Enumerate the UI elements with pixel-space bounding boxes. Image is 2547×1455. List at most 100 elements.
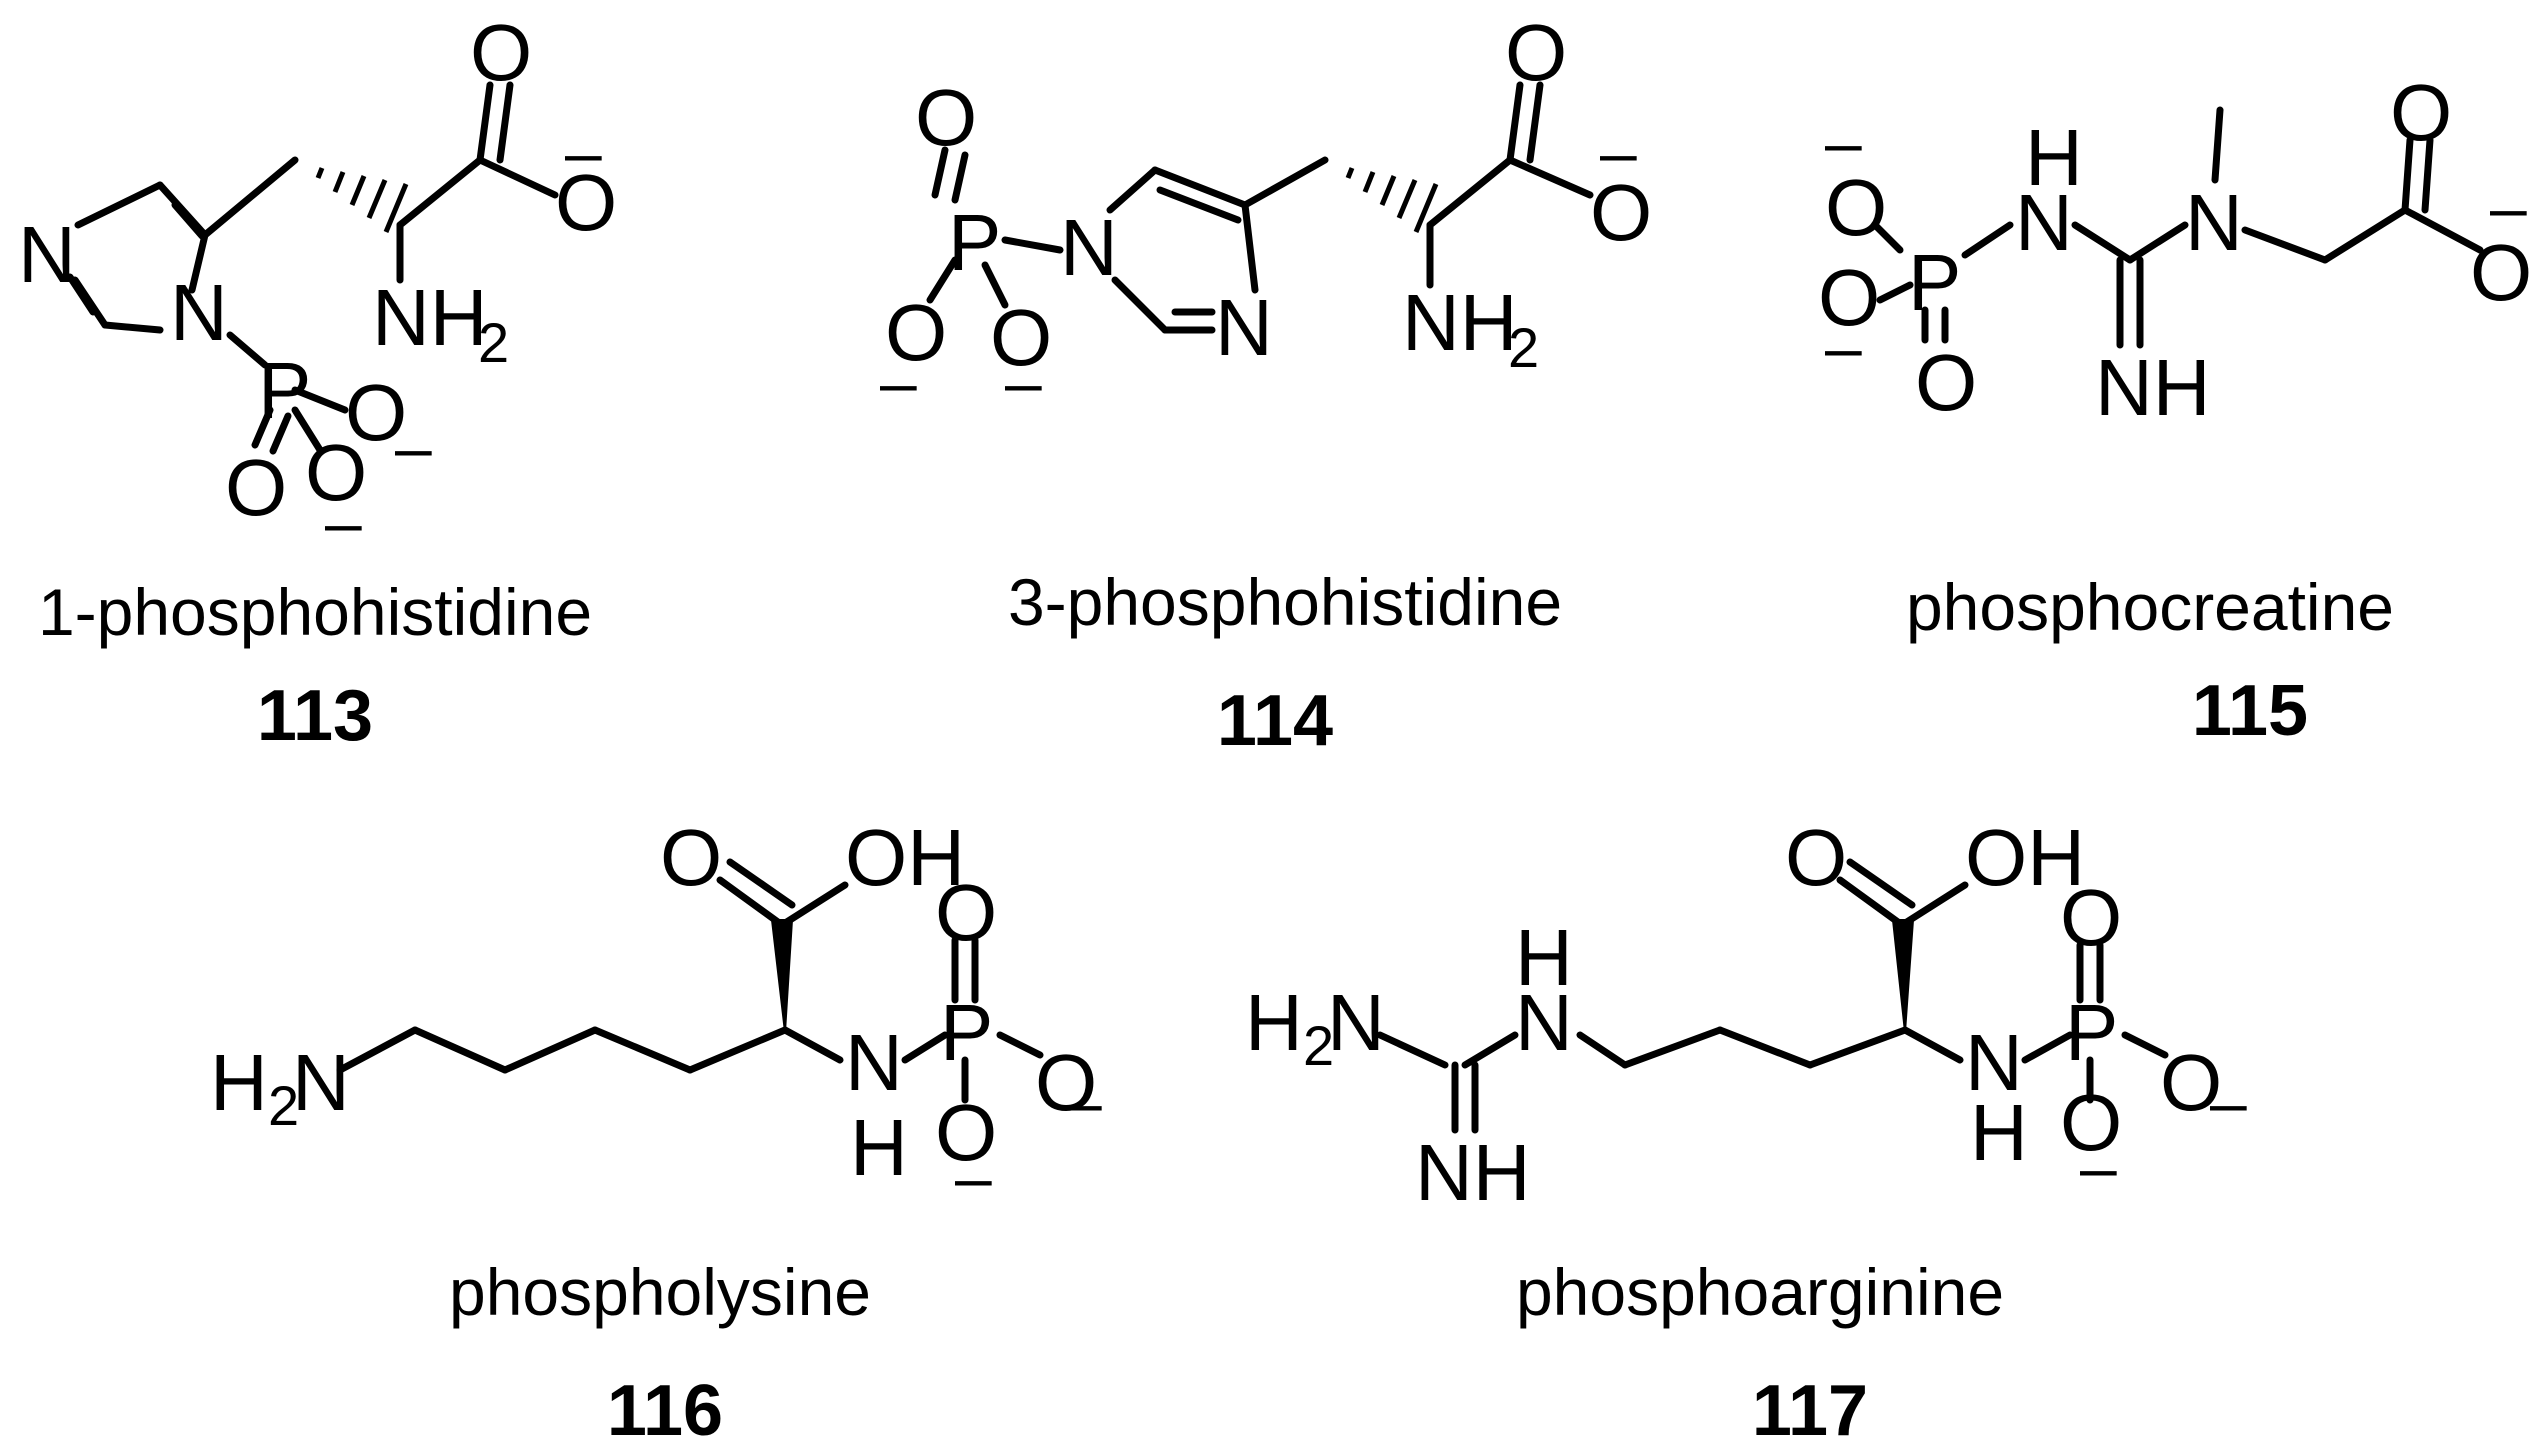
bond <box>2021 1031 2074 1064</box>
atom-label: O <box>990 293 1052 382</box>
atom-label: O <box>2060 873 2122 962</box>
bond <box>1106 166 1159 214</box>
wedge-bond <box>770 919 794 1033</box>
atom-label: H <box>2025 113 2083 202</box>
atom-label: O <box>660 813 722 902</box>
bond <box>171 201 206 240</box>
bond <box>476 81 494 164</box>
bond <box>716 876 786 929</box>
bond <box>1376 1031 1449 1069</box>
atom-label: O <box>555 158 617 247</box>
atom-label: P <box>1908 238 1961 327</box>
charge: – <box>1825 310 1862 384</box>
compound-number: 113 <box>257 676 373 756</box>
atom-label: NH <box>372 273 488 362</box>
bond <box>1241 201 1259 294</box>
bond <box>396 156 484 229</box>
atom-label: O <box>1825 163 1887 252</box>
charge: – <box>1825 105 1862 179</box>
bond <box>781 1026 844 1064</box>
bond <box>931 146 949 199</box>
atom-label: NH <box>2095 343 2211 432</box>
bond <box>1876 281 1914 304</box>
bond <box>251 406 274 449</box>
atom-label: OH <box>845 813 965 902</box>
structure-116: H 2 N O OH O N H P O – O – phospholysine… <box>210 813 1102 1451</box>
atom-label: NH <box>1402 278 1518 367</box>
bond <box>778 881 849 929</box>
bond <box>2401 206 2484 254</box>
bond <box>981 261 1009 309</box>
bond <box>1151 166 1249 209</box>
atom-label: P <box>948 198 1001 287</box>
subscript: 2 <box>268 1074 299 1137</box>
bond <box>1846 858 1916 909</box>
bond <box>1898 881 1969 929</box>
charge: – <box>955 1140 992 1214</box>
bond <box>2071 221 2134 264</box>
atom-label: H <box>1970 1088 2028 1177</box>
bond <box>2421 136 2434 214</box>
atom-label: O <box>2060 1078 2122 1167</box>
compound-name: phosphoarginine <box>1516 1255 2004 1329</box>
bond <box>1506 81 1524 164</box>
atom-label: O <box>1915 338 1977 427</box>
charge: – <box>565 115 602 189</box>
atom-label: P <box>258 346 311 435</box>
atom-label: H <box>850 1103 908 1192</box>
bond <box>1241 156 1329 209</box>
wedge-bond <box>1891 919 1915 1033</box>
bond <box>901 1031 949 1064</box>
atom-label: H <box>1245 978 1303 1067</box>
charge: – <box>1005 345 1042 419</box>
compound-number: 116 <box>607 1371 723 1451</box>
charge: – <box>2080 1130 2117 1204</box>
bond <box>336 1026 419 1074</box>
bond <box>501 1026 599 1074</box>
bond <box>2211 106 2224 184</box>
bond <box>1576 1031 1629 1069</box>
compound-name: phospholysine <box>449 1255 871 1329</box>
bond <box>926 256 959 304</box>
bond <box>291 386 349 414</box>
bond <box>1806 1026 1909 1069</box>
bond <box>951 151 969 204</box>
structure-113: N N O O – NH 2 P O – O O – 1-phosphohist… <box>18 8 617 756</box>
atom-label: O <box>470 8 532 97</box>
charge: – <box>2210 1065 2247 1139</box>
bond <box>1836 876 1906 929</box>
atom-label: O <box>2160 1038 2222 1127</box>
subscript: 2 <box>1508 316 1539 379</box>
charge: – <box>395 410 432 484</box>
atom-label: N <box>1327 978 1385 1067</box>
atom-label: H <box>1515 913 1573 1002</box>
bond <box>74 181 164 229</box>
bond <box>496 81 514 164</box>
charge: – <box>2490 170 2527 244</box>
bond <box>269 412 292 455</box>
atom-label: O <box>225 443 287 532</box>
bond <box>686 1026 789 1074</box>
atom-label: NH <box>1415 1128 1531 1217</box>
bond <box>101 321 164 334</box>
atom-label: N <box>1965 1018 2023 1107</box>
atom-label: O <box>1785 813 1847 902</box>
atom-label: N <box>18 210 76 299</box>
atom-label: H <box>210 1038 268 1127</box>
bond <box>726 858 796 909</box>
bond <box>996 1031 1044 1059</box>
atom-label: O <box>1505 8 1567 97</box>
bond <box>1156 186 1242 224</box>
compound-number: 117 <box>1752 1371 1868 1451</box>
hashed-bond <box>315 167 409 233</box>
atom-label: N <box>1215 283 1273 372</box>
atom-label: O <box>2470 228 2532 317</box>
atom-label: O <box>1590 168 1652 257</box>
compound-name: phosphocreatine <box>1906 570 2394 644</box>
atom-label: O <box>305 428 367 517</box>
bond <box>1621 1026 1724 1069</box>
compound-number: 115 <box>2192 671 2308 751</box>
bond <box>2401 136 2414 214</box>
atom-label: O <box>885 288 947 377</box>
atom-label: N <box>1060 203 1118 292</box>
